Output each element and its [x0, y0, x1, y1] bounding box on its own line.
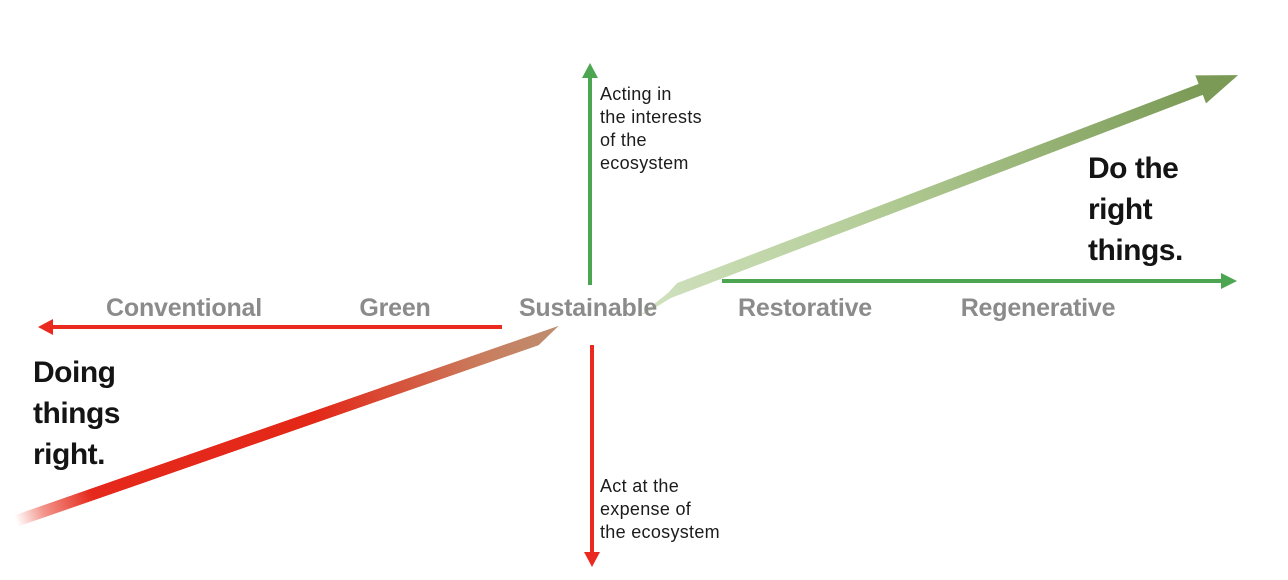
annotation-line: Do the [1088, 152, 1179, 185]
doing-things-right-text: Doing things right. [33, 352, 121, 475]
caption-line: Act at the [600, 476, 680, 496]
right-axis-line [722, 279, 1222, 283]
spectrum-label-regenerative: Regenerative [960, 294, 1116, 322]
left-axis-line [52, 325, 502, 329]
ecosystem-benefit-caption: Acting in the interests of the ecosystem [600, 83, 702, 175]
caption-line: the interests [600, 107, 702, 127]
spectrum-label-conventional: Conventional [106, 294, 262, 322]
up-arrowhead-icon [582, 63, 598, 78]
annotation-line: things. [1088, 234, 1183, 267]
annotation-line: right. [33, 438, 106, 471]
spectrum-label-restorative: Restorative [738, 294, 872, 322]
do-the-right-things-text: Do the right things. [1088, 148, 1183, 271]
annotation-line: Doing [33, 356, 116, 389]
caption-line: ecosystem [600, 153, 689, 173]
spectrum-label-green: Green [359, 294, 431, 322]
caption-line: of the [600, 130, 647, 150]
left-arrowhead-icon [38, 319, 53, 335]
up-axis-line [588, 77, 592, 285]
diagonal-arrowhead-icon [1195, 61, 1244, 104]
annotation-line: right [1088, 193, 1153, 226]
caption-line: Acting in [600, 84, 672, 104]
ecosystem-expense-caption: Act at the expense of the ecosystem [600, 475, 720, 544]
caption-line: the ecosystem [600, 522, 720, 542]
down-axis-line [590, 345, 594, 552]
annotation-line: things [33, 397, 121, 430]
caption-line: expense of [600, 499, 692, 519]
right-arrowhead-icon [1221, 273, 1237, 289]
down-arrowhead-icon [584, 552, 600, 567]
spectrum-label-sustainable: Sustainable [518, 294, 658, 322]
